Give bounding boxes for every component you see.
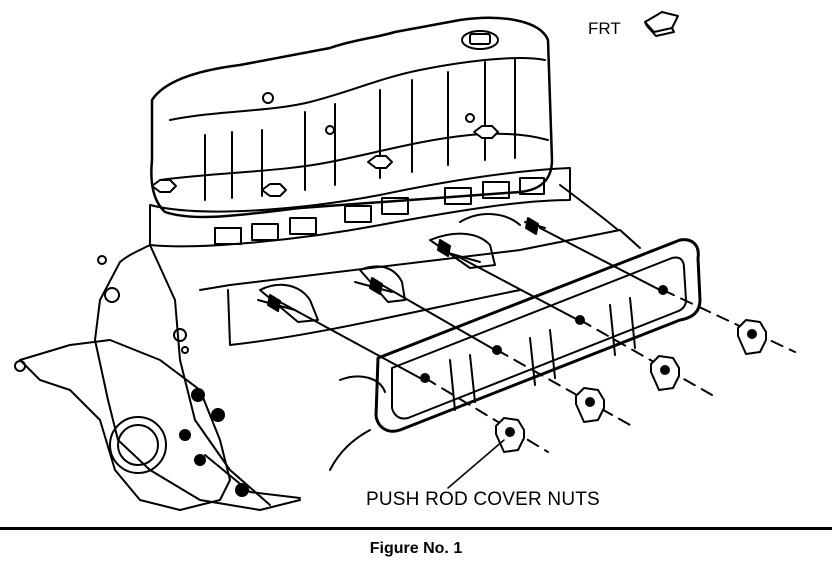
front-arrow-icon xyxy=(644,11,679,37)
stud-lines xyxy=(279,227,661,379)
push-rod-cover-nuts-label: PUSH ROD COVER NUTS xyxy=(366,489,600,510)
callout-leader-line xyxy=(447,439,505,489)
front-direction-label: FRT xyxy=(588,19,621,38)
nut-centerlines xyxy=(424,289,796,453)
push-rod-cover-nut xyxy=(575,387,605,423)
push-rod-cover-nut-group xyxy=(495,319,767,453)
timing-cover xyxy=(14,339,301,511)
pushrod-area xyxy=(257,213,546,323)
push-rod-cover-nut xyxy=(650,355,680,391)
push-rod-cover xyxy=(374,238,702,433)
cover-bolt-group xyxy=(151,125,499,197)
figure-caption: Figure No. 1 xyxy=(369,540,463,557)
valve-cover xyxy=(150,16,554,219)
engine-block xyxy=(94,184,641,511)
push-rod-cover-nut xyxy=(737,319,767,355)
caption-divider xyxy=(0,527,832,530)
push-rod-cover-nut xyxy=(495,417,525,453)
cylinder-head xyxy=(149,167,571,248)
